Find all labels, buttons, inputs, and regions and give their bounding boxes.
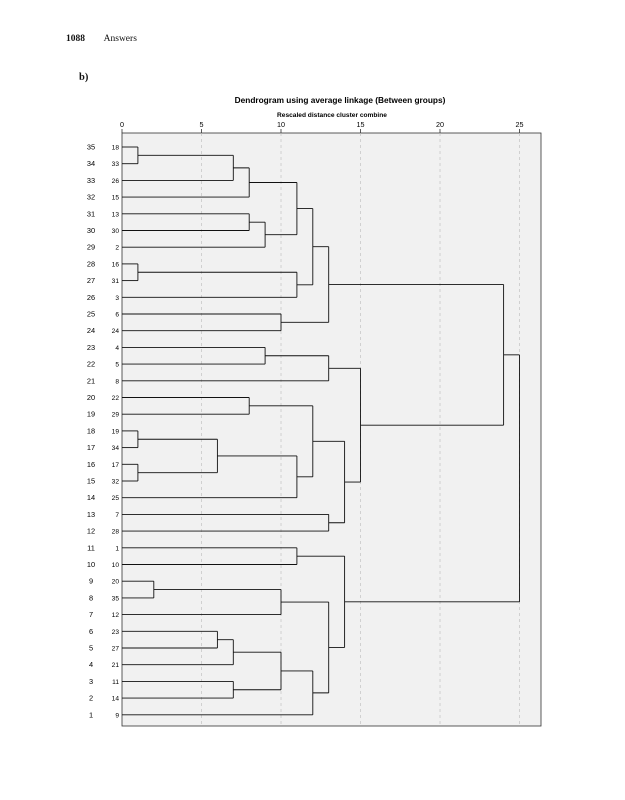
leaf-label: 13 (112, 211, 120, 218)
row-number: 30 (87, 226, 95, 235)
leaf-label: 10 (112, 562, 120, 569)
row-number: 25 (87, 310, 95, 319)
row-number: 26 (87, 293, 95, 302)
section-label: b) (79, 72, 89, 83)
leaf-labels: 1833261513302163136244582229193417322572… (112, 145, 120, 720)
page-number: 1088 (66, 34, 85, 44)
row-number: 35 (87, 143, 95, 152)
leaf-label: 31 (112, 278, 120, 285)
leaf-label: 27 (112, 646, 120, 653)
row-number: 1 (89, 710, 93, 719)
row-number: 12 (87, 527, 95, 536)
row-number: 19 (87, 410, 95, 419)
leaf-label: 22 (112, 395, 120, 402)
row-number: 9 (89, 577, 93, 586)
leaf-label: 9 (115, 712, 119, 719)
x-tick-label: 15 (357, 120, 365, 129)
row-number: 24 (87, 326, 95, 335)
x-tick-label: 10 (277, 120, 285, 129)
leaf-label: 19 (112, 428, 120, 435)
leaf-label: 15 (112, 195, 120, 202)
row-number: 10 (87, 560, 95, 569)
leaf-label: 6 (115, 312, 119, 319)
dendrogram-links (122, 146, 520, 716)
row-numbers: 3534333231302928272625242322212019181716… (87, 143, 95, 720)
leaf-label: 20 (112, 579, 120, 586)
row-number: 6 (89, 627, 93, 636)
leaf-label: 5 (115, 362, 119, 369)
row-number: 8 (89, 593, 93, 602)
row-number: 27 (87, 276, 95, 285)
row-number: 34 (87, 159, 95, 168)
leaf-label: 7 (115, 512, 119, 519)
leaf-label: 35 (112, 595, 120, 602)
leaf-label: 17 (112, 462, 120, 469)
leaf-label: 34 (112, 445, 120, 452)
row-number: 20 (87, 393, 95, 402)
leaf-label: 18 (112, 145, 120, 152)
leaf-label: 25 (112, 495, 120, 502)
x-tick-label: 25 (516, 120, 524, 129)
leaf-label: 16 (112, 261, 120, 268)
x-tick-label: 20 (436, 120, 444, 129)
chart-x-label: Rescaled distance cluster combine (277, 112, 387, 119)
leaf-label: 32 (112, 479, 120, 486)
row-number: 14 (87, 493, 95, 502)
row-number: 29 (87, 243, 95, 252)
row-number: 33 (87, 176, 95, 185)
row-number: 4 (89, 660, 93, 669)
leaf-label: 2 (115, 245, 119, 252)
row-number: 13 (87, 510, 95, 519)
leaf-label: 1 (115, 545, 119, 552)
running-head: Answers (103, 34, 137, 44)
row-number: 18 (87, 426, 95, 435)
row-number: 28 (87, 259, 95, 268)
x-tick-label: 5 (200, 120, 204, 129)
leaf-label: 23 (112, 629, 120, 636)
leaf-label: 3 (115, 295, 119, 302)
row-number: 15 (87, 477, 95, 486)
x-axis: 0 5 10 15 20 25 (120, 120, 524, 133)
leaf-label: 14 (112, 696, 120, 703)
row-number: 16 (87, 460, 95, 469)
leaf-label: 30 (112, 228, 120, 235)
row-number: 7 (89, 610, 93, 619)
row-number: 5 (89, 644, 93, 653)
leaf-label: 21 (112, 662, 120, 669)
leaf-label: 28 (112, 529, 120, 536)
leaf-label: 29 (112, 412, 120, 419)
leaf-label: 33 (112, 161, 120, 168)
row-number: 17 (87, 443, 95, 452)
page-header: 1088 Answers (66, 33, 137, 44)
leaf-label: 4 (115, 345, 119, 352)
leaf-label: 8 (115, 378, 119, 385)
leaf-label: 11 (112, 679, 119, 686)
row-number: 22 (87, 360, 95, 369)
row-number: 31 (87, 209, 95, 218)
row-number: 2 (89, 694, 93, 703)
row-number: 3 (89, 677, 93, 686)
row-number: 21 (87, 376, 95, 385)
leaf-label: 12 (112, 612, 120, 619)
chart-title: Dendrogram using average linkage (Betwee… (235, 95, 446, 105)
leaf-label: 26 (112, 178, 120, 185)
row-number: 23 (87, 343, 95, 352)
x-tick-label: 0 (120, 120, 124, 129)
plot-area (121, 132, 542, 727)
leaf-label: 24 (112, 328, 120, 335)
row-number: 11 (87, 543, 95, 552)
row-number: 32 (87, 193, 95, 202)
